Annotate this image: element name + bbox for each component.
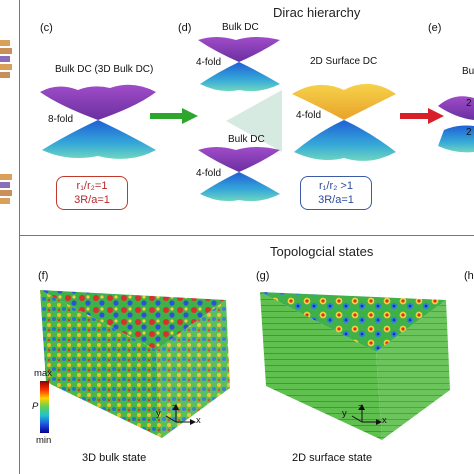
axis-z-label-g: z xyxy=(358,402,363,413)
panel-d-condition-radius: 3R/a=1 xyxy=(318,194,354,206)
legend-max-label: max xyxy=(34,368,52,379)
panel-d-projection-plane xyxy=(226,90,282,152)
panel-e-fold-partial-2: 2 xyxy=(466,127,472,138)
panel-c-fold-label: 8-fold xyxy=(48,114,74,125)
panel-label-c: (c) xyxy=(40,22,53,34)
axes-indicator-icon-g xyxy=(351,404,382,425)
panel-d-top-cone xyxy=(198,37,280,92)
horizontal-divider xyxy=(19,235,474,236)
panel-d-condition-box: r₁/r₂ >1 3R/a=1 xyxy=(300,176,372,210)
axes-indicator-icon xyxy=(165,404,196,425)
panel-c-dirac-cone xyxy=(40,84,156,159)
left-cropped-structure-bottom xyxy=(0,172,14,212)
axis-y-label: y xyxy=(156,408,161,419)
panel-e-title-partial: Bu xyxy=(462,66,474,77)
red-arrow-icon xyxy=(400,108,444,124)
vertical-divider xyxy=(19,0,20,474)
panel-e-fold-partial-1: 2 xyxy=(466,98,472,109)
panel-c-condition-ratio: r₁/r₂=1 xyxy=(76,180,108,192)
legend-min-label: min xyxy=(36,435,52,446)
panel-d-surface-fold: 4-fold xyxy=(296,110,322,121)
panel-d-bottom-fold: 4-fold xyxy=(196,168,222,179)
panel-c-condition-radius: 3R/a=1 xyxy=(74,194,110,206)
axis-x-label: x xyxy=(196,415,201,426)
panel-c-title: Bulk DC (3D Bulk DC) xyxy=(55,64,154,75)
panel-e-cone-partial xyxy=(438,96,474,153)
panel-c-condition-box: r₁/r₂=1 3R/a=1 xyxy=(56,176,128,210)
axis-x-label-g: x xyxy=(382,415,387,426)
section-title-topological-states: Topologcial states xyxy=(270,244,374,259)
panel-label-g: (g) xyxy=(256,270,270,282)
legend-color-bar xyxy=(40,381,49,433)
panel-g-caption: 2D surface state xyxy=(292,452,373,464)
axis-y-label-g: y xyxy=(342,408,347,419)
panel-f-bulk-state-prism xyxy=(40,290,230,438)
panel-d-surface-cone xyxy=(292,83,396,161)
panel-d-surface-title: 2D Surface DC xyxy=(310,56,378,67)
panel-label-d: (d) xyxy=(178,22,192,34)
green-arrow-icon xyxy=(150,108,198,124)
panel-d-top-fold: 4-fold xyxy=(196,57,222,68)
panel-d-bottom-cone xyxy=(198,147,280,202)
panel-label-e: (e) xyxy=(428,22,442,34)
legend-symbol: P xyxy=(32,401,39,412)
axis-z-label: z xyxy=(172,402,177,413)
panel-g-surface-state-prism xyxy=(260,292,450,440)
panel-d-condition-ratio: r₁/r₂ >1 xyxy=(319,180,353,192)
panel-label-f: (f) xyxy=(38,270,49,282)
section-title-dirac-hierarchy: Dirac hierarchy xyxy=(273,5,361,20)
panel-d-top-title: Bulk DC xyxy=(222,22,259,33)
panel-f-caption: 3D bulk state xyxy=(82,452,147,464)
panel-d-bottom-title: Bulk DC xyxy=(228,134,265,145)
panel-label-h: (h xyxy=(464,270,474,282)
left-cropped-structure-top xyxy=(0,38,14,88)
